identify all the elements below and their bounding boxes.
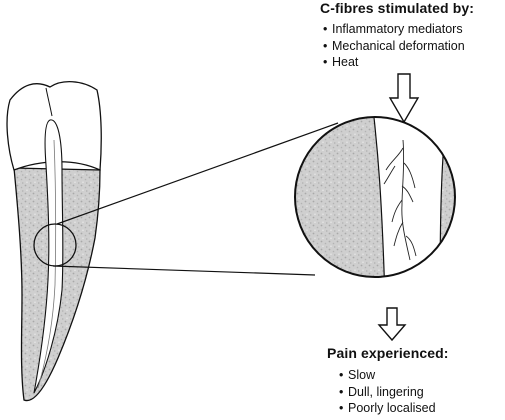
tooth <box>6 81 102 402</box>
bullet-icon: • <box>323 55 328 69</box>
canal-nerve <box>37 139 57 389</box>
bullet-icon: • <box>339 368 344 382</box>
pain-item: • Poorly localised <box>339 401 436 415</box>
bullet-icon: • <box>323 39 328 53</box>
stimulus-arrow <box>388 73 420 124</box>
stimuli-item-label: Heat <box>332 55 359 69</box>
magnification-line-upper <box>56 122 339 225</box>
bullet-icon: • <box>339 401 344 415</box>
pain-arrow <box>377 307 407 342</box>
c-fibre <box>383 139 417 261</box>
bullet-icon: • <box>339 385 344 399</box>
stimuli-item-label: Mechanical deformation <box>332 39 465 53</box>
crown-notch <box>45 87 53 117</box>
pain-item-label: Poorly localised <box>348 401 436 415</box>
stimuli-item: • Mechanical deformation <box>323 39 465 53</box>
stimuli-item-label: Inflammatory mediators <box>332 22 463 36</box>
stimuli-heading: C-fibres stimulated by: <box>320 0 474 16</box>
pain-item: • Dull, lingering <box>339 385 424 399</box>
pain-heading: Pain experienced: <box>327 345 449 361</box>
pain-item-label: Dull, lingering <box>348 385 424 399</box>
magnified-view <box>294 116 456 278</box>
stimuli-item: • Heat <box>323 55 358 69</box>
stimuli-item: • Inflammatory mediators <box>323 22 463 36</box>
pain-item-label: Slow <box>348 368 376 382</box>
pain-item: • Slow <box>339 368 375 382</box>
bullet-icon: • <box>323 22 328 36</box>
magnification-line-lower <box>52 265 316 276</box>
